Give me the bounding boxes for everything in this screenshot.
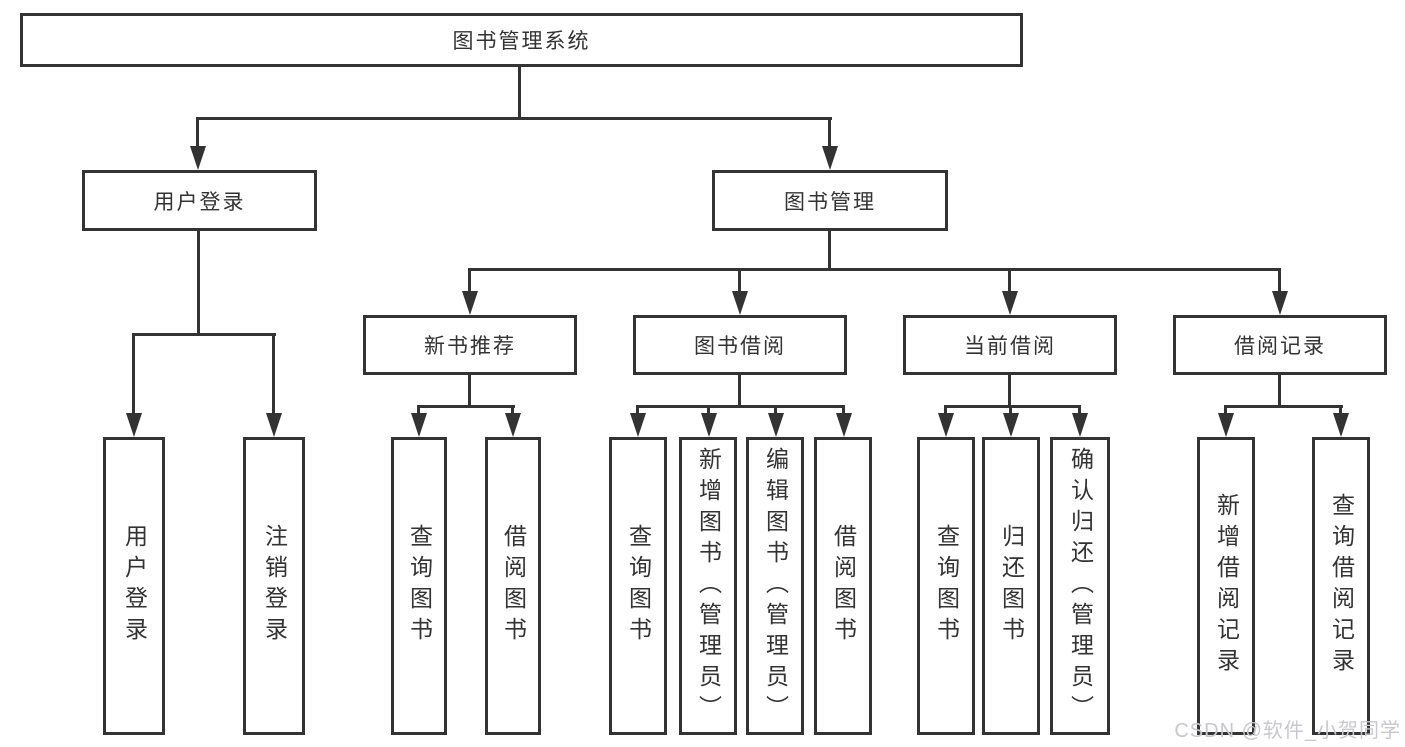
leaf-cb-confirm-return-admin: 确认归还（管理员）	[1050, 437, 1110, 735]
leaf-bb-borrow-books-label: 借阅图书	[830, 524, 857, 648]
connector-new-books-branch	[417, 405, 515, 408]
leaf-nb-query-books: 查询图书	[391, 437, 447, 735]
arrowhead-cb-leaf2	[1003, 413, 1019, 437]
leaf-bb-add-books-admin: 新增图书（管理员）	[679, 437, 737, 735]
leaf-br-add-record-label: 新增借阅记录	[1213, 493, 1240, 679]
connector-borrow-records-stem	[1278, 375, 1281, 407]
leaf-bb-query-books-label: 查询图书	[625, 524, 652, 648]
connector-root-stem	[518, 67, 521, 119]
node-new-books-label: 新书推荐	[424, 335, 516, 358]
connector-book-borrow-stem	[738, 375, 741, 407]
leaf-logout-label: 注销登录	[261, 524, 288, 648]
connector-drop-cb-leaf1	[944, 405, 947, 417]
arrowhead-nb-leaf1	[411, 413, 427, 437]
connector-book-mgmt-branch	[468, 268, 1281, 271]
csdn-watermark: CSDN @软件_小贺同学	[1174, 720, 1401, 742]
node-root-label: 图书管理系统	[452, 30, 591, 53]
connector-book-borrow-branch	[636, 405, 845, 408]
leaf-logout: 注销登录	[243, 437, 305, 735]
arrowhead-book-borrow	[732, 291, 748, 315]
arrowhead-book-mgmt	[822, 146, 838, 170]
connector-drop-new-books	[468, 268, 471, 295]
node-book-mgmt-label: 图书管理	[784, 190, 876, 214]
connector-current-borrow-branch	[944, 405, 1081, 408]
connector-drop-cb-leaf2	[1009, 405, 1012, 417]
node-current-borrow: 当前借阅	[903, 315, 1117, 375]
leaf-bb-query-books: 查询图书	[609, 437, 667, 735]
connector-drop-login-leaf2	[272, 333, 275, 417]
connector-current-borrow-stem	[1008, 375, 1011, 407]
arrowhead-login-leaf1	[126, 413, 142, 437]
leaf-bb-borrow-books: 借阅图书	[814, 437, 872, 735]
connector-drop-br-leaf1	[1224, 405, 1227, 417]
leaf-cb-return-books-label: 归还图书	[998, 524, 1025, 648]
leaf-nb-borrow-books-label: 借阅图书	[500, 524, 527, 648]
node-book-borrow: 图书借阅	[633, 315, 847, 375]
arrowhead-nb-leaf2	[505, 413, 521, 437]
connector-drop-bb-leaf2	[707, 405, 710, 417]
leaf-br-add-record: 新增借阅记录	[1197, 437, 1255, 735]
leaf-user-login: 用户登录	[103, 437, 165, 735]
connector-user-login-stem	[197, 231, 200, 335]
node-user-login: 用户登录	[82, 170, 317, 231]
arrowhead-current-borrow	[1002, 291, 1018, 315]
arrowhead-bb-leaf4	[836, 413, 852, 437]
connector-drop-user-login	[196, 117, 199, 150]
arrowhead-borrow-records	[1272, 291, 1288, 315]
connector-drop-bb-leaf4	[842, 405, 845, 417]
node-book-mgmt: 图书管理	[712, 170, 948, 231]
leaf-br-query-record: 查询借阅记录	[1312, 437, 1370, 735]
connector-drop-cb-leaf3	[1078, 405, 1081, 417]
arrowhead-bb-leaf2	[701, 413, 717, 437]
connector-drop-nb-leaf1	[417, 405, 420, 417]
arrowhead-user-login	[190, 146, 206, 170]
connector-drop-nb-leaf2	[511, 405, 514, 417]
connector-user-login-branch	[133, 333, 276, 336]
connector-drop-br-leaf2	[1339, 405, 1342, 417]
leaf-nb-borrow-books: 借阅图书	[485, 437, 541, 735]
connector-drop-book-borrow	[738, 268, 741, 295]
leaf-cb-return-books: 归还图书	[982, 437, 1040, 735]
connector-drop-bb-leaf3	[774, 405, 777, 417]
leaf-bb-edit-books-admin-label: 编辑图书（管理员）	[762, 446, 789, 726]
node-new-books: 新书推荐	[363, 315, 577, 375]
arrowhead-login-leaf2	[266, 413, 282, 437]
connector-new-books-stem	[468, 375, 471, 407]
leaf-cb-query-books: 查询图书	[917, 437, 975, 735]
arrowhead-new-books	[462, 291, 478, 315]
leaf-bb-add-books-admin-label: 新增图书（管理员）	[695, 446, 722, 726]
arrowhead-br-leaf2	[1333, 413, 1349, 437]
arrowhead-cb-leaf1	[938, 413, 954, 437]
node-borrow-records: 借阅记录	[1173, 315, 1387, 375]
connector-drop-bb-leaf1	[636, 405, 639, 417]
leaf-cb-query-books-label: 查询图书	[933, 524, 960, 648]
connector-drop-current-borrow	[1008, 268, 1011, 295]
node-root-system: 图书管理系统	[20, 13, 1023, 67]
connector-drop-borrow-records	[1278, 268, 1281, 295]
arrowhead-cb-leaf3	[1072, 413, 1088, 437]
arrowhead-br-leaf1	[1218, 413, 1234, 437]
node-book-borrow-label: 图书借阅	[694, 335, 786, 358]
node-user-login-label: 用户登录	[153, 190, 246, 214]
connector-drop-book-mgmt	[828, 117, 831, 150]
arrowhead-bb-leaf1	[630, 413, 646, 437]
leaf-br-query-record-label: 查询借阅记录	[1328, 493, 1355, 679]
leaf-bb-edit-books-admin: 编辑图书（管理员）	[746, 437, 804, 735]
node-current-borrow-label: 当前借阅	[964, 335, 1056, 358]
leaf-cb-confirm-return-admin-label: 确认归还（管理员）	[1067, 446, 1094, 726]
leaf-user-login-label: 用户登录	[121, 524, 148, 648]
arrowhead-bb-leaf3	[768, 413, 784, 437]
connector-borrow-records-branch	[1224, 405, 1343, 408]
connector-root-branch	[197, 117, 832, 120]
connector-drop-login-leaf1	[132, 333, 135, 417]
connector-book-mgmt-stem	[828, 231, 831, 271]
node-borrow-records-label: 借阅记录	[1234, 335, 1326, 358]
leaf-nb-query-books-label: 查询图书	[406, 524, 433, 648]
